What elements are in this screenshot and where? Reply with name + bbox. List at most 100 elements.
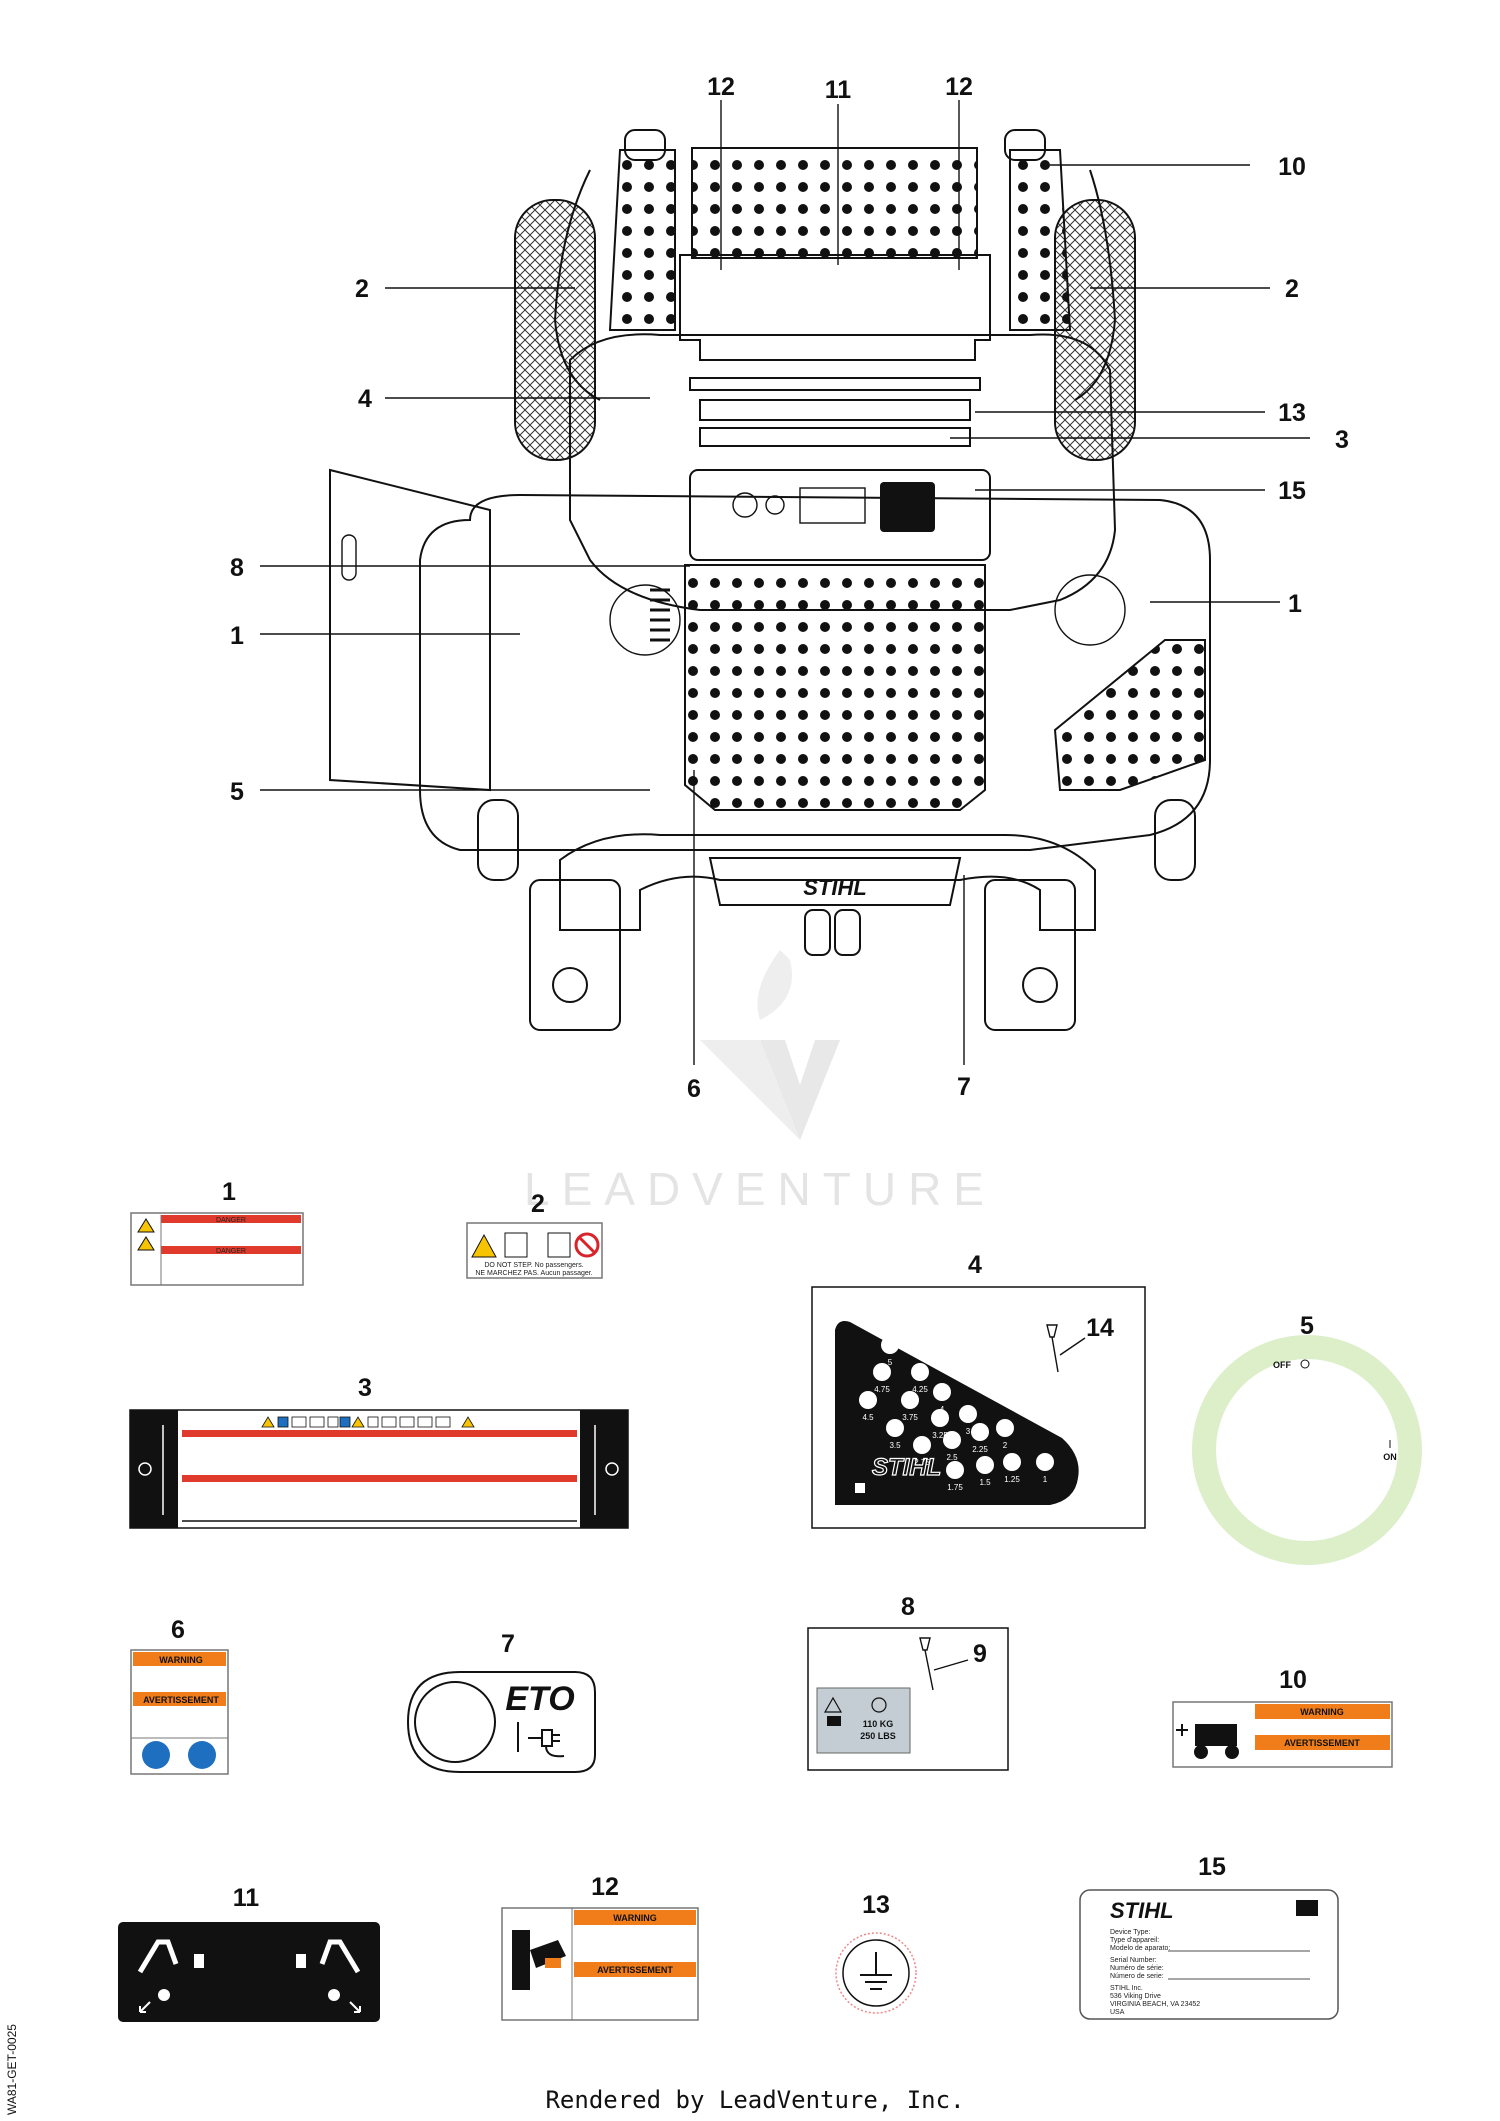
height-hole-label: 1.25: [1004, 1475, 1020, 1484]
standing-platform: [684, 564, 986, 811]
callout-8: 8: [230, 554, 244, 582]
callout-13: 13: [1278, 399, 1306, 427]
mower-deck: [419, 493, 1211, 851]
decal-15-address-1: 536 Viking Drive: [1110, 1993, 1161, 2000]
decal-6-avert-text: AVERTISSEMENT: [143, 1695, 219, 1705]
decal-4-number: 4: [968, 1251, 982, 1279]
leader-lines: [260, 100, 1310, 1065]
decal-3-number: 3: [358, 1374, 372, 1402]
decal-13-number: 13: [862, 1891, 890, 1919]
decal-14-number: 14: [1086, 1314, 1114, 1342]
main-frame: [569, 333, 1117, 611]
watermark: LEADVENTURE: [524, 950, 996, 1215]
height-hole: [946, 1461, 964, 1479]
decal-8-number: 8: [901, 1593, 915, 1621]
height-hole: [931, 1409, 949, 1427]
callout-12-right: 12: [945, 73, 973, 101]
height-hole: [886, 1419, 904, 1437]
decal-4-brand: STIHL: [872, 1454, 941, 1481]
mower-top-view: STIHL: [329, 129, 1211, 1031]
height-hole: [943, 1431, 961, 1449]
height-hole: [976, 1456, 994, 1474]
decal-11-speed: 11 N N x2: [118, 1884, 380, 2022]
height-hole-label: 3.25: [932, 1431, 948, 1440]
decal-15-brand: STIHL: [1110, 1898, 1174, 1923]
height-hole-label: 2: [1003, 1441, 1008, 1450]
height-setting-holes: 54.754.54.2543.753.53.2532.752.52.2521.7…: [859, 1336, 1054, 1492]
decal-11-x2: x2: [244, 2004, 254, 2014]
callout-6: 6: [687, 1075, 701, 1103]
height-hole-label: 1.75: [947, 1483, 963, 1492]
callout-4: 4: [358, 385, 372, 413]
decal-1-line1: DANGER: [216, 1217, 246, 1224]
height-hole-label: 3.5: [889, 1441, 901, 1450]
callout-3: 3: [1335, 426, 1349, 454]
height-hole: [1036, 1453, 1054, 1471]
decal-2-text1: DO NOT STEP. No passengers.: [484, 1262, 583, 1269]
callout-10: 10: [1278, 153, 1306, 181]
left-rear-tire: [514, 199, 596, 461]
decal-8-load-rating: 8 110 KG 250 LBS 9: [807, 1593, 1009, 1771]
callout-2-right: 2: [1285, 275, 1299, 303]
callout-12-left: 12: [707, 73, 735, 101]
height-hole: [971, 1423, 989, 1441]
callout-15: 15: [1278, 477, 1306, 505]
decal-12-avert-text: AVERTISSEMENT: [597, 1965, 673, 1975]
glow-ring: [1192, 1335, 1422, 1565]
decal-5-off: OFF: [1273, 1360, 1291, 1370]
height-hole: [859, 1391, 877, 1409]
decal-15-field-0: Device Type:: [1110, 1929, 1150, 1936]
decal-11-number: 11: [233, 1884, 260, 1912]
height-hole: [911, 1363, 929, 1381]
decal-15-serial-plate: 15 STIHL Device Type: Type d'appareil: M…: [1079, 1853, 1339, 2020]
decal-6-warning-text: WARNING: [159, 1655, 203, 1665]
decal-15-field-3: Serial Number:: [1110, 1957, 1157, 1964]
callout-1-left: 1: [230, 622, 244, 650]
height-hole-label: 4.75: [874, 1385, 890, 1394]
decal-4-height-chart: 4 54.754.54.2543.753.53.2532.752.52.2521…: [811, 1251, 1146, 1529]
height-hole-label: 4.5: [862, 1413, 874, 1422]
decal-15-field-1: Type d'appareil:: [1110, 1937, 1159, 1944]
decal-5-on: ON: [1383, 1452, 1397, 1462]
open-side-door: [329, 468, 491, 792]
watermark-text: LEADVENTURE: [524, 1163, 996, 1215]
decal-8-load2: 250 LBS: [860, 1731, 896, 1741]
height-hole: [933, 1383, 951, 1401]
control-console: [679, 254, 991, 361]
decal-15-address-2: VIRGINIA BEACH, VA 23452: [1110, 2001, 1200, 2008]
decal-15-number: 15: [1198, 1853, 1226, 1881]
height-hole: [959, 1405, 977, 1423]
decal-1-danger: 1 DANGER DANGER: [130, 1178, 304, 1286]
decal-13-ground: 13: [835, 1891, 917, 2014]
callout-5: 5: [230, 778, 244, 806]
decal-7-eto: 7 ETO: [406, 1630, 596, 1773]
height-hole-label: 3.75: [902, 1413, 918, 1422]
deck-brand-logo: STIHL: [803, 875, 867, 900]
decal-15-address-3: USA: [1110, 2009, 1125, 2016]
decal-15-address-0: STIHL Inc.: [1110, 1985, 1143, 1992]
decal-1-number: 1: [222, 1178, 236, 1206]
height-hole: [1003, 1453, 1021, 1471]
decal-6-number: 6: [171, 1616, 185, 1644]
height-hole-label: 2.5: [946, 1453, 958, 1462]
height-hole-label: 1: [1043, 1475, 1048, 1484]
front-bumper: [559, 833, 1096, 931]
height-hole: [901, 1391, 919, 1409]
decal-10-warning-text: WARNING: [1300, 1707, 1344, 1717]
decal-1-line2: DANGER: [216, 1248, 246, 1255]
instrument-panel: [689, 469, 991, 561]
height-hole: [881, 1336, 899, 1354]
decal-5-key-ring: 5 OFF ON: [1192, 1312, 1422, 1565]
decal-5-number: 5: [1300, 1312, 1314, 1340]
height-hole: [913, 1436, 931, 1454]
footer-credit: Rendered by LeadVenture, Inc.: [545, 2086, 964, 2114]
callout-1-right: 1: [1288, 590, 1302, 618]
height-hole-label: 1.5: [979, 1478, 991, 1487]
decal-15-field-5: Número de serie:: [1110, 1973, 1164, 1980]
decal-10-number: 10: [1279, 1666, 1307, 1694]
decal-8-load1: 110 KG: [863, 1719, 894, 1729]
height-hole-label: 4.25: [912, 1385, 928, 1394]
decal-12-warning: 12 WARNING AVERTISSEMENT: [501, 1873, 699, 2021]
decal-9-number: 9: [973, 1640, 987, 1668]
decal-15-field-2: Modelo de aparato:: [1110, 1945, 1170, 1952]
